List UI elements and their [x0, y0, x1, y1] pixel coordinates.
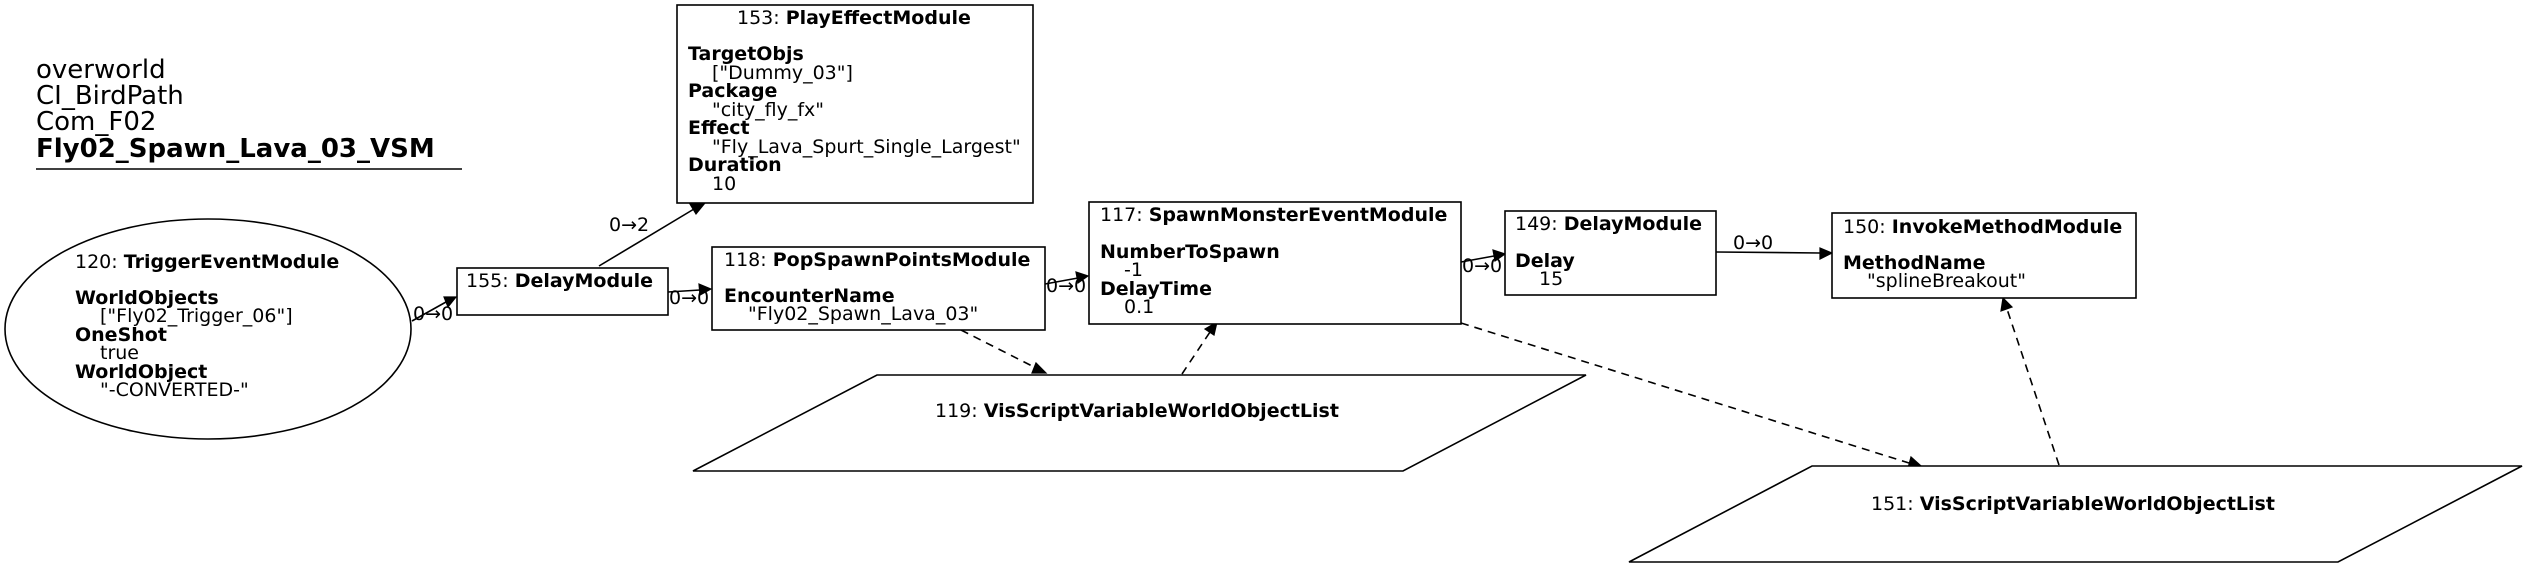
- node-149-prop-1: Delay: [1515, 250, 1575, 272]
- node-120-prop-1: WorldObjects: [75, 287, 219, 309]
- node-153-val-4: 10: [712, 173, 736, 195]
- node-120-val-3: "-CONVERTED-": [100, 379, 249, 401]
- node-151-shape: [1628, 465, 2523, 563]
- edge-151-150-arrowhead: [2000, 296, 2014, 312]
- edge-149-150[interactable]: [1715, 251, 1821, 254]
- node-150-shape: [1831, 212, 2137, 299]
- edge-149-150-arrowhead: [1819, 247, 1834, 260]
- edge-151-150[interactable]: [2006, 308, 2060, 466]
- node-150-val-1: "splineBreakout": [1867, 270, 2026, 292]
- edge-118-117-arrowhead: [1075, 271, 1090, 285]
- node-118-val-1: "Fly02_Spawn_Lava_03": [748, 303, 978, 325]
- edge-155-118[interactable]: [667, 289, 701, 293]
- node-153-prop-4: Duration: [688, 154, 782, 176]
- node-155-shape: [456, 267, 669, 316]
- node-150-prop-1: MethodName: [1843, 252, 1985, 274]
- edge-117-149[interactable]: [1460, 255, 1495, 263]
- node-118-prop-1: EncounterName: [724, 285, 895, 307]
- edge-118-119-arrowhead: [1031, 361, 1048, 374]
- node-117-title: 117: SpawnMonsterEventModule: [1100, 204, 1447, 226]
- edge-155-153-label: 0→2: [609, 214, 649, 236]
- node-153-val-1: ["Dummy_03"]: [712, 62, 853, 84]
- node-120-prop-3: WorldObject: [75, 361, 207, 383]
- node-153-prop-1: TargetObjs: [688, 43, 804, 65]
- node-153-val-3: "Fly_Lava_Spurt_Single_Largest": [712, 136, 1021, 158]
- node-117-val-1: -1: [1124, 259, 1143, 281]
- node-117-prop-2: DelayTime: [1100, 278, 1212, 300]
- node-153-prop-2: Package: [688, 80, 777, 102]
- header-line-1: overworld: [36, 55, 166, 85]
- node-153-title: 153: PlayEffectModule: [737, 7, 971, 29]
- node-150-title: 150: InvokeMethodModule: [1843, 216, 2122, 238]
- edges: 0→0 0→2 0→0 0→0 0→0 0→0: [411, 202, 2060, 469]
- edge-118-119[interactable]: [960, 329, 1037, 369]
- node-118-pop-spawn-points-module[interactable]: 118: PopSpawnPointsModule EncounterName …: [711, 246, 1046, 331]
- node-120-trigger-event-module[interactable]: 120: TriggerEventModule WorldObjects ["F…: [4, 218, 412, 440]
- node-120-shape: [4, 218, 412, 440]
- node-149-title: 149: DelayModule: [1515, 213, 1702, 235]
- edge-155-153-arrowhead: [688, 202, 707, 216]
- node-155-title: 155: DelayModule: [466, 270, 653, 292]
- edge-155-118-label: 0→0: [669, 287, 709, 309]
- node-118-title: 118: PopSpawnPointsModule: [724, 249, 1030, 271]
- graph-header: overworld CI_BirdPath Com_F02 Fly02_Spaw…: [36, 55, 462, 170]
- node-119-title: 119: VisScriptVariableWorldObjectList: [935, 400, 1339, 422]
- node-117-spawn-monster-event-module[interactable]: 117: SpawnMonsterEventModule NumberToSpa…: [1088, 201, 1462, 325]
- header-line-4: Fly02_Spawn_Lava_03_VSM: [36, 134, 435, 164]
- node-120-prop-2: OneShot: [75, 324, 167, 346]
- node-117-val-2: 0.1: [1124, 296, 1154, 318]
- node-117-shape: [1088, 201, 1462, 325]
- node-149-delay-module[interactable]: 149: DelayModule Delay 15: [1504, 210, 1717, 296]
- edge-120-155[interactable]: [411, 301, 447, 322]
- edge-119-117-arrowhead: [1203, 320, 1218, 336]
- header-line-3: Com_F02: [36, 107, 156, 137]
- edge-155-153[interactable]: [598, 208, 695, 267]
- node-151-vis-script-variable-world-object-list[interactable]: 151: VisScriptVariableWorldObjectList: [1628, 465, 2523, 563]
- edge-118-117-label: 0→0: [1046, 275, 1086, 297]
- edge-155-118-arrowhead: [698, 283, 713, 296]
- edge-117-149-label: 0→0: [1462, 255, 1502, 277]
- edge-149-150-label: 0→0: [1733, 232, 1773, 254]
- node-153-play-effect-module[interactable]: 153: PlayEffectModule TargetObjs ["Dummy…: [676, 4, 1034, 204]
- node-153-shape: [676, 4, 1034, 204]
- header-line-2: CI_BirdPath: [36, 81, 184, 111]
- node-117-prop-1: NumberToSpawn: [1100, 241, 1280, 263]
- node-119-vis-script-variable-world-object-list[interactable]: 119: VisScriptVariableWorldObjectList: [692, 374, 1587, 472]
- node-153-prop-3: Effect: [688, 117, 750, 139]
- node-149-shape: [1504, 210, 1717, 296]
- node-155-delay-module[interactable]: 155: DelayModule: [456, 267, 669, 316]
- node-149-val-1: 15: [1539, 268, 1563, 290]
- edge-120-155-arrowhead: [443, 296, 458, 309]
- edge-119-117[interactable]: [1181, 331, 1211, 375]
- node-118-shape: [711, 246, 1046, 331]
- node-120-title: 120: TriggerEventModule: [75, 251, 339, 273]
- node-120-val-1: ["Fly02_Trigger_06"]: [100, 305, 293, 327]
- node-153-val-2: "city_fly_fx": [712, 99, 824, 121]
- edge-117-149-arrowhead: [1492, 249, 1507, 263]
- edge-118-117[interactable]: [1044, 277, 1079, 285]
- edge-120-155-label: 0→0: [413, 303, 453, 325]
- node-120-val-2: true: [100, 342, 139, 364]
- node-150-invoke-method-module[interactable]: 150: InvokeMethodModule MethodName "spli…: [1831, 212, 2137, 299]
- node-151-title: 151: VisScriptVariableWorldObjectList: [1871, 493, 2275, 515]
- node-119-shape: [692, 374, 1587, 472]
